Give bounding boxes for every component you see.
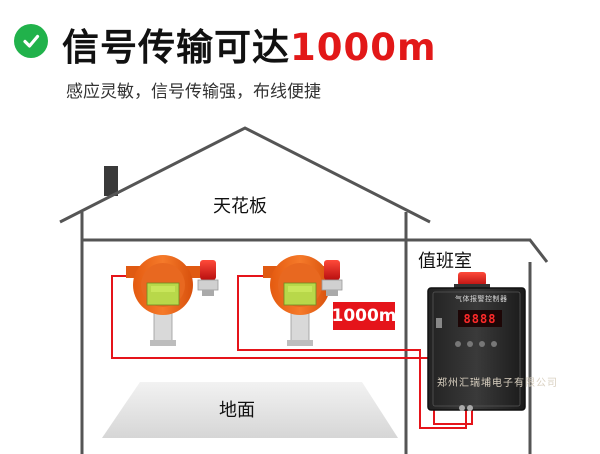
controller-alarm-light bbox=[454, 272, 490, 289]
chimney bbox=[104, 166, 118, 196]
alarm-light-2 bbox=[321, 260, 343, 296]
title-accent: 1000m bbox=[290, 26, 437, 69]
controller-readout: 8888 bbox=[458, 310, 502, 327]
floor-label: 地面 bbox=[219, 400, 255, 421]
alarm-light-1 bbox=[197, 260, 219, 296]
header: 信号传输可达1000m 感应灵敏，信号传输强，布线便捷 bbox=[0, 0, 600, 110]
ceiling-label: 天花板 bbox=[213, 196, 267, 217]
title-main: 信号传输可达 bbox=[62, 26, 290, 69]
subtitle: 感应灵敏，信号传输强，布线便捷 bbox=[66, 82, 321, 102]
floor bbox=[102, 382, 398, 438]
duty-room-label: 值班室 bbox=[418, 251, 472, 272]
controller-company: 郑州汇瑞埔电子有限公司 bbox=[437, 378, 558, 389]
gas-detector-1 bbox=[126, 255, 200, 346]
distance-badge: 1000m bbox=[331, 302, 397, 330]
page-title: 信号传输可达1000m bbox=[62, 17, 437, 71]
check-circle-icon bbox=[14, 24, 48, 58]
gas-alarm-controller bbox=[427, 287, 526, 411]
house-outline bbox=[59, 126, 549, 454]
controller-title: 气体报警控制器 bbox=[455, 295, 508, 303]
